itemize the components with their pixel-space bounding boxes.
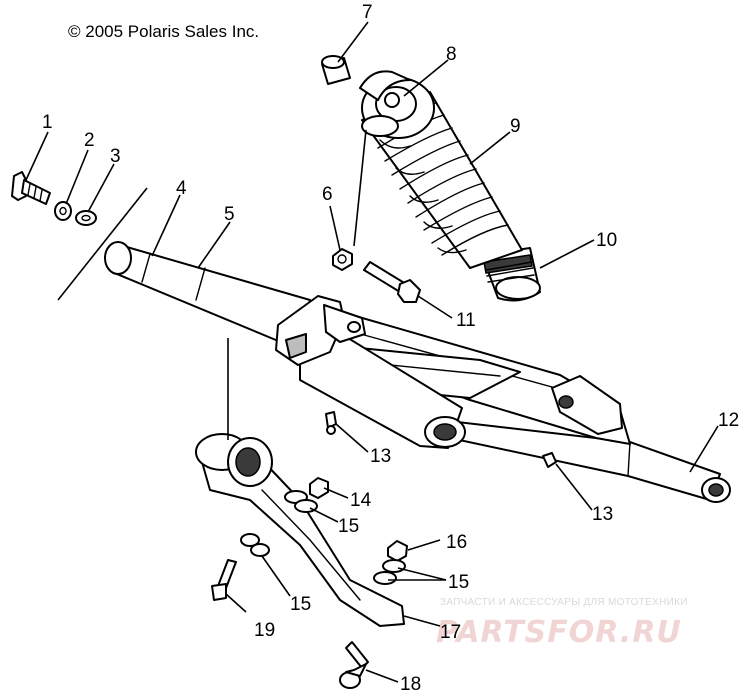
torque-arm-assembly — [104, 241, 731, 503]
washer-15-b — [373, 559, 406, 585]
callout-13-left: 13 — [370, 446, 391, 467]
callout-13-right: 13 — [592, 504, 613, 525]
callout-17: 17 — [440, 622, 461, 643]
reference-line — [57, 187, 148, 301]
callout-3: 3 — [110, 146, 121, 167]
watermark-text: ЗАПЧАСТИ И АКСЕССУАРЫ ДЛЯ МОТОТЕХНИКИ — [440, 597, 688, 608]
washer-3 — [75, 210, 97, 226]
callout-1: 1 — [42, 112, 53, 133]
callout-10: 10 — [596, 230, 617, 251]
callout-4: 4 — [176, 178, 187, 199]
watermark-logo: PARTSFOR.RU — [436, 615, 682, 650]
grease-fitting-right — [542, 452, 557, 468]
callout-7: 7 — [362, 2, 373, 23]
callout-14: 14 — [350, 490, 372, 511]
nut-14 — [309, 477, 329, 499]
callout-6: 6 — [322, 184, 333, 205]
callout-19: 19 — [254, 620, 275, 641]
washer-2 — [54, 201, 72, 221]
shock-absorber — [359, 70, 541, 302]
callout-15-c: 15 — [290, 594, 311, 615]
callout-9: 9 — [510, 116, 521, 137]
callout-15-a: 15 — [338, 516, 359, 537]
callout-18: 18 — [400, 674, 421, 691]
callout-12: 12 — [718, 410, 739, 431]
nut-16 — [387, 540, 408, 562]
shock-bolt — [363, 261, 421, 303]
link-arm — [195, 433, 405, 627]
callout-16: 16 — [446, 532, 467, 553]
callout-8: 8 — [446, 44, 457, 65]
bolt — [11, 171, 51, 205]
callout-15-b: 15 — [448, 572, 469, 593]
leader-lines — [25, 21, 719, 683]
washer-15-c — [240, 533, 270, 557]
bushing-sleeve — [321, 55, 351, 85]
bolt-18 — [339, 641, 369, 689]
lock-nut — [332, 248, 353, 271]
callout-11: 11 — [456, 310, 476, 331]
callout-5: 5 — [224, 204, 235, 225]
copyright-text: © 2005 Polaris Sales Inc. — [68, 22, 259, 41]
bolt-19 — [211, 559, 237, 601]
callout-labels: 1 2 3 4 5 6 7 8 9 10 11 12 13 13 14 15 1… — [42, 2, 739, 691]
grease-fitting-left — [325, 411, 337, 435]
callout-2: 2 — [84, 130, 95, 151]
